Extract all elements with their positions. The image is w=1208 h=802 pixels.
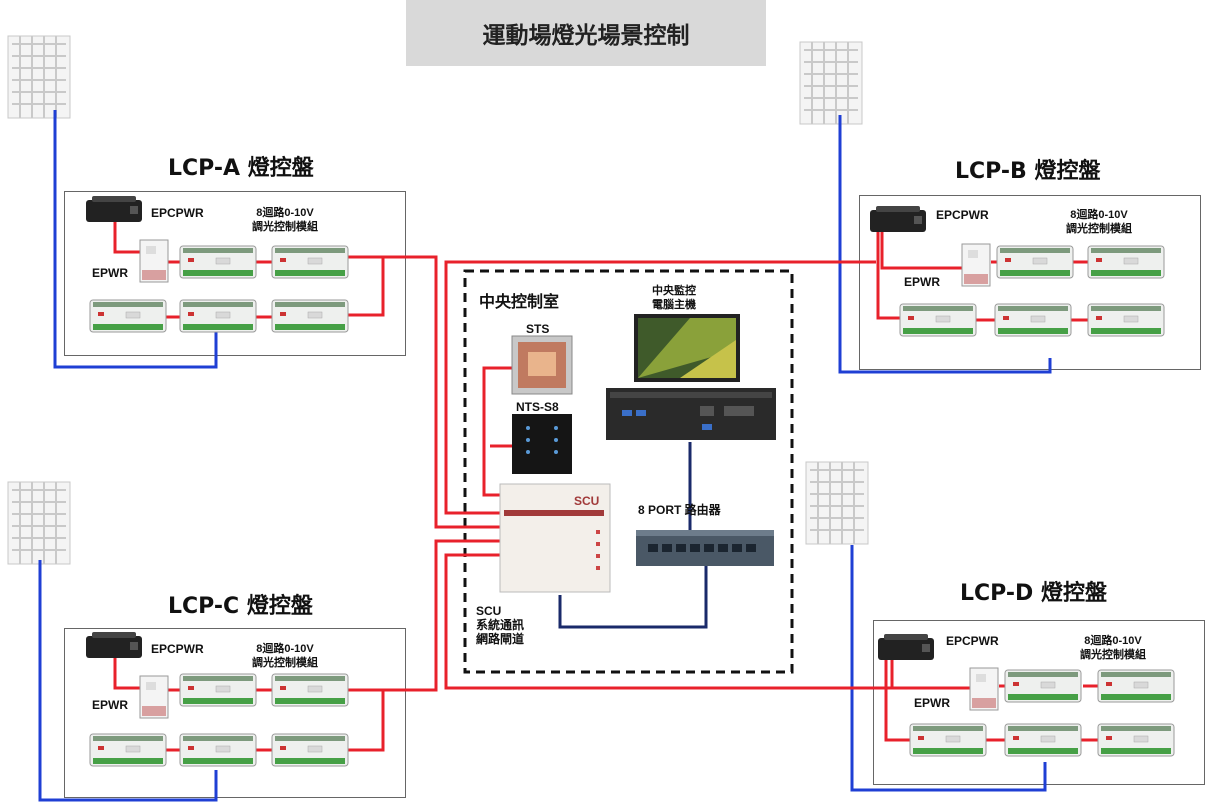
lcp-a-module-5 xyxy=(271,299,349,333)
scu-caption-line3: 網路閘道 xyxy=(476,632,525,646)
lcp-b-title: LCP-B 燈控盤 xyxy=(955,159,1101,184)
lcp-c-module-2 xyxy=(271,673,349,707)
lcp-d-epcpwr-device xyxy=(878,634,934,660)
lcp-a-module-line2: 調光控制模組 xyxy=(252,221,318,233)
lcp-c-module-4 xyxy=(179,733,257,767)
lcp-c-module-line1: 8迴路0-10V xyxy=(256,643,314,655)
lcp-a-epcpwr-device xyxy=(86,196,142,222)
lcp-b-epcpwr-device xyxy=(870,206,926,232)
lcp-a-epwr-device xyxy=(139,239,169,283)
lcp-c-module-label: 8迴路0-10V 調光控制模組 xyxy=(252,642,318,670)
lcp-c-module-1 xyxy=(179,673,257,707)
lcp-b-module-2 xyxy=(1087,245,1165,279)
lcp-c-module-line2: 調光控制模組 xyxy=(252,657,318,669)
lcp-b-module-3 xyxy=(899,303,977,337)
lcp-d-module-3 xyxy=(909,723,987,757)
lcp-a-module-line1: 8迴路0-10V xyxy=(256,207,314,219)
lcp-b-epcpwr-label: EPCPWR xyxy=(936,208,989,222)
lcp-d-module-5 xyxy=(1097,723,1175,757)
sts-label: STS xyxy=(526,322,550,336)
lcp-b-module-1 xyxy=(996,245,1074,279)
scu-gateway-device xyxy=(499,483,611,593)
nts-s8-label: NTS-S8 xyxy=(516,400,559,414)
lcp-a-title: LCP-A 燈控盤 xyxy=(168,156,314,181)
scu-caption-line1: SCU xyxy=(476,604,502,618)
lcp-a-module-1 xyxy=(179,245,257,279)
scu-caption-line2: 系統通訊 xyxy=(476,618,525,632)
scu-device-mark: SCU xyxy=(574,494,600,508)
monitor-label: 中央監控 電腦主機 xyxy=(652,284,696,312)
floodlight-c-icon xyxy=(7,481,71,565)
lcp-b-module-4 xyxy=(994,303,1072,337)
lcp-b-module-label: 8迴路0-10V 調光控制模組 xyxy=(1066,208,1132,236)
lcp-d-module-4 xyxy=(1004,723,1082,757)
central-room-title: 中央控制室 xyxy=(479,292,560,311)
network-cables xyxy=(558,442,708,629)
lcp-c-module-3 xyxy=(89,733,167,767)
lcp-b-module-line2: 調光控制模組 xyxy=(1066,223,1132,235)
diagram-title: 運動場燈光場景控制 xyxy=(482,23,690,49)
lcp-c-epcpwr-label: EPCPWR xyxy=(151,642,204,656)
wires-panel-a xyxy=(113,222,500,529)
router-label: 8 PORT 路由器 xyxy=(638,503,721,517)
lcp-c-epwr-label: EPWR xyxy=(92,698,128,712)
lcp-a-module-3 xyxy=(89,299,167,333)
lcp-a-module-4 xyxy=(179,299,257,333)
sts-panel-device xyxy=(511,335,573,395)
diagram-title-box: 運動場燈光場景控制 xyxy=(406,0,766,66)
wires-central xyxy=(482,366,512,497)
nts-s8-keypad-device xyxy=(512,414,572,474)
lcp-b-module-5 xyxy=(1087,303,1165,337)
lcp-b-module-line1: 8迴路0-10V xyxy=(1070,209,1128,221)
wires-panel-b xyxy=(444,232,1088,515)
lcp-c-title: LCP-C 燈控盤 xyxy=(168,594,313,619)
floodlight-d-icon xyxy=(805,461,869,545)
lcp-a-epwr-label: EPWR xyxy=(92,266,128,280)
lcp-d-module-2 xyxy=(1097,669,1175,703)
floodlight-a-icon xyxy=(7,35,71,119)
lcp-a-module-label: 8迴路0-10V 調光控制模組 xyxy=(252,206,318,234)
monitor-device xyxy=(634,314,740,382)
mini-pc-device xyxy=(606,388,776,440)
lcp-d-title: LCP-D 燈控盤 xyxy=(960,581,1107,606)
lcp-d-epwr-label: EPWR xyxy=(914,696,950,710)
lcp-d-epwr-device xyxy=(969,667,999,711)
floodlight-b-icon xyxy=(799,41,863,125)
router-device xyxy=(636,530,774,566)
lcp-a-epcpwr-label: EPCPWR xyxy=(151,206,204,220)
lcp-d-box xyxy=(873,620,1205,785)
lcp-d-module-1 xyxy=(1004,669,1082,703)
lcp-c-epwr-device xyxy=(139,675,169,719)
monitor-label-line1: 中央監控 xyxy=(652,285,696,297)
wires-panel-c xyxy=(113,539,500,752)
scu-caption: SCU 系統通訊 網路閘道 xyxy=(476,604,524,646)
lcp-c-module-5 xyxy=(271,733,349,767)
lcp-d-module-line2: 調光控制模組 xyxy=(1080,649,1146,661)
lcp-a-module-2 xyxy=(271,245,349,279)
lcp-b-epwr-label: EPWR xyxy=(904,275,940,289)
monitor-label-line2: 電腦主機 xyxy=(652,299,696,311)
lcp-d-epcpwr-label: EPCPWR xyxy=(946,634,999,648)
lcp-d-module-label: 8迴路0-10V 調光控制模組 xyxy=(1080,634,1146,662)
floodlight-cables xyxy=(38,110,1052,802)
lcp-b-box xyxy=(859,195,1201,370)
lcp-b-epwr-device xyxy=(961,243,991,287)
lcp-d-module-line1: 8迴路0-10V xyxy=(1084,635,1142,647)
lcp-c-epcpwr-device xyxy=(86,632,142,658)
